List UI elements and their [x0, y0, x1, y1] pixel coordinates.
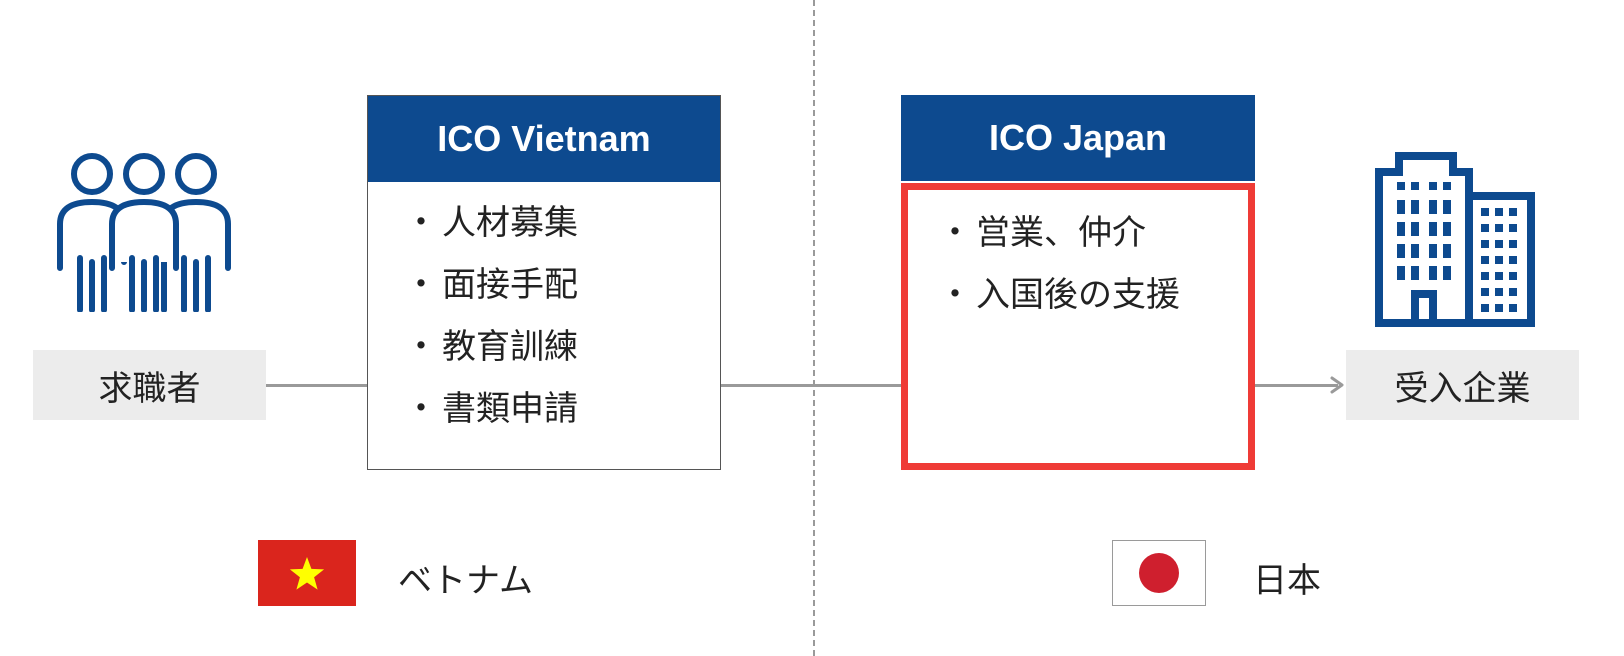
list-item: 入国後の支援 [938, 264, 1248, 326]
company-label: 受入企業 [1346, 350, 1579, 420]
ico-vietnam-card: ICO Vietnam 人材募集 面接手配 教育訓練 書類申請 [367, 95, 721, 470]
country-divider [813, 0, 815, 656]
vietnam-flag-icon [258, 540, 356, 606]
office-building-icon [1375, 152, 1535, 327]
ico-vietnam-title: ICO Vietnam [368, 96, 720, 182]
ico-vietnam-services: 人材募集 面接手配 教育訓練 書類申請 [368, 182, 720, 440]
list-item: 人材募集 [404, 192, 720, 254]
connector-japan-company [1250, 384, 1338, 387]
vietnam-country-label: ベトナム [398, 561, 533, 601]
ico-japan-services: 営業、仲介 入国後の支援 [908, 190, 1248, 326]
ico-japan-title: ICO Japan [901, 95, 1255, 181]
list-item: 営業、仲介 [938, 202, 1248, 264]
job-seeker-label: 求職者 [33, 350, 266, 420]
highlight-frame: 営業、仲介 入国後の支援 [901, 183, 1255, 470]
arrow-head-icon [1330, 376, 1346, 394]
list-item: 面接手配 [404, 254, 720, 316]
japan-flag-icon [1112, 540, 1206, 606]
japan-country-label: 日本 [1253, 561, 1321, 601]
people-group-icon [52, 150, 238, 313]
ico-japan-card: ICO Japan 営業、仲介 入国後の支援 [901, 95, 1255, 470]
list-item: 教育訓練 [404, 316, 720, 378]
list-item: 書類申請 [404, 378, 720, 440]
connector-seeker-vietnam [266, 384, 367, 387]
connector-vietnam-japan [720, 384, 903, 387]
